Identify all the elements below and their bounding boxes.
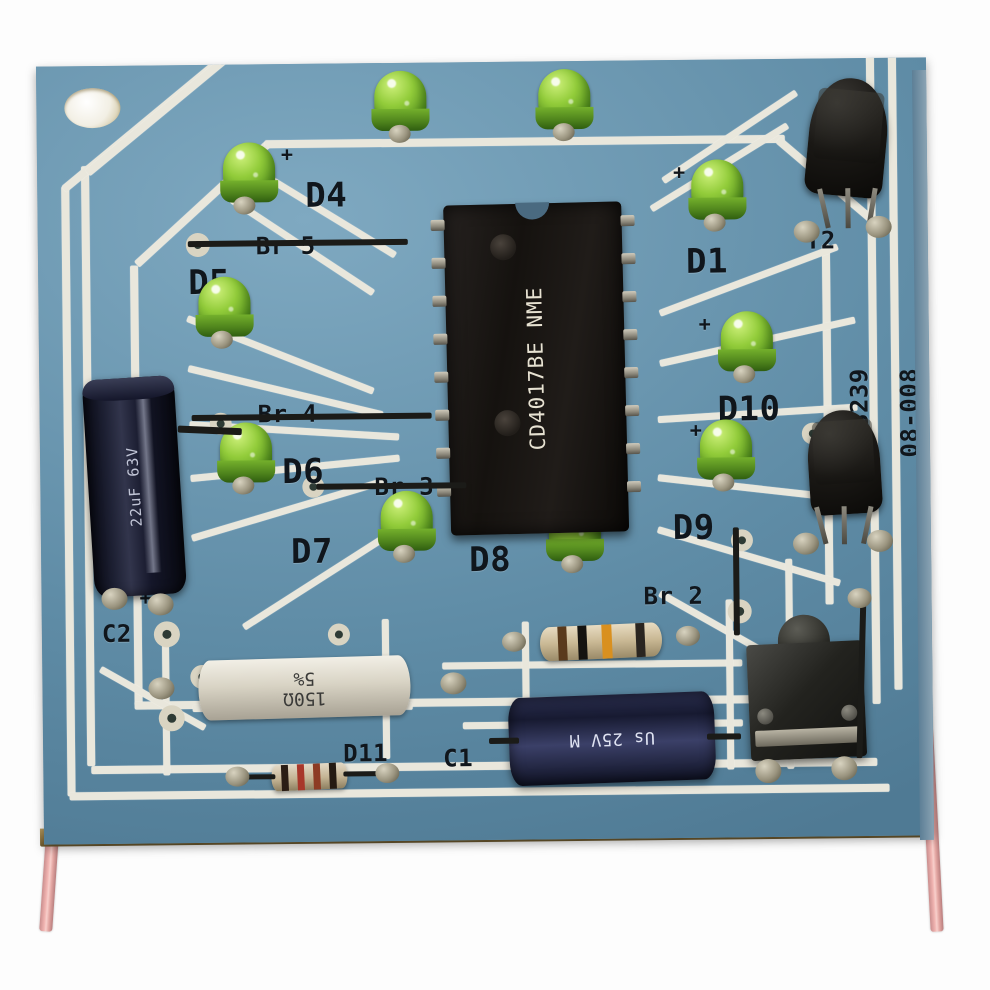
- ic-manufacturer-mark: NME: [522, 286, 548, 328]
- resistor-r2-band-1: [557, 626, 568, 661]
- ic-part-number: CD4017BE: [523, 340, 551, 451]
- silk-label-c1: C1: [443, 744, 474, 773]
- capacitor-c1-text: Us 25V M: [568, 727, 656, 751]
- silk-label-d4: D4: [305, 175, 348, 216]
- resistor-r2-band-2: [577, 625, 588, 660]
- transistor-t2: [803, 74, 893, 200]
- resistor-r1-tolerance: 5%: [293, 667, 316, 690]
- resistor-r2-band-3: [601, 624, 613, 659]
- resistor-r1: 150Ω 5%: [197, 654, 412, 721]
- silk-label-c2: C2: [101, 619, 132, 649]
- capacitor-c2: 22uF 63V: [81, 375, 188, 599]
- transistor-t1: [804, 408, 884, 517]
- resistor-r2: [539, 622, 663, 662]
- silk-label-d1: D1: [685, 241, 729, 282]
- silk-label-d8: D8: [468, 539, 512, 581]
- capacitor-c1: Us 25V M: [507, 690, 717, 787]
- jumper-br2-wire: [732, 527, 740, 636]
- diode-d11: [270, 762, 348, 792]
- push-button-switch[interactable]: [746, 613, 868, 762]
- polarity-mark-d10: +: [698, 311, 712, 336]
- polarity-mark-d1: +: [672, 159, 686, 185]
- silk-label-d7: D7: [290, 531, 334, 573]
- ic-cd4017be: CD4017BE NME: [430, 201, 642, 536]
- polarity-mark-d4: +: [280, 141, 294, 167]
- silk-label-d9: D9: [672, 507, 715, 549]
- resistor-r2-band-4: [635, 622, 646, 658]
- silk-label-br2: Br 2: [643, 581, 704, 611]
- board-surface: D4 Br 5 D5 Br 4 D6 Br 3 D7 D8 D9 Br 2 D1…: [35, 57, 935, 845]
- resistor-r1-value: 150Ω: [282, 687, 327, 710]
